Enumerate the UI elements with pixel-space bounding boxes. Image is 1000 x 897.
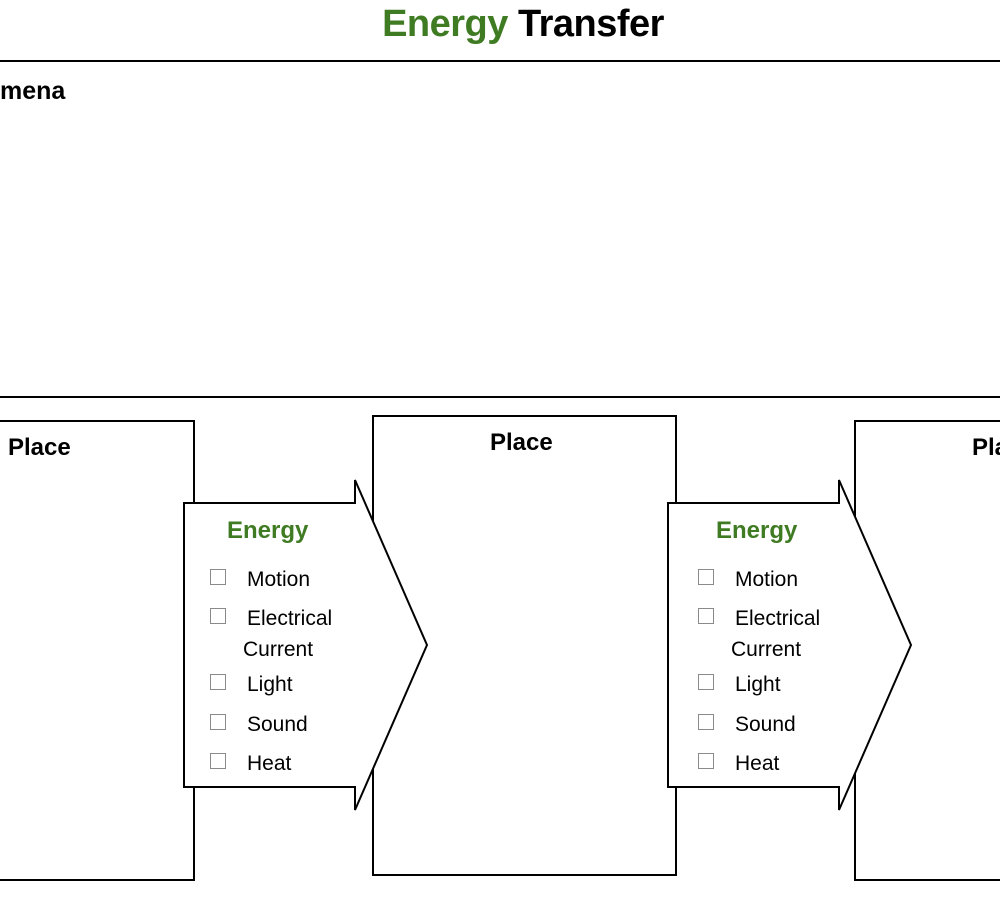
page-title: Energy Transfer <box>0 0 1000 48</box>
heat-checkbox-2[interactable] <box>698 753 714 769</box>
section-divider <box>0 396 1000 398</box>
place-label-3: Pla <box>972 434 1000 461</box>
option-label: Motion <box>735 568 799 591</box>
heat-checkbox-1[interactable] <box>210 753 226 769</box>
energy-heading-2: Energy <box>716 517 798 544</box>
energy-heading-1: Energy <box>227 517 309 544</box>
place-box-1[interactable] <box>0 420 195 881</box>
title-divider <box>0 60 1000 62</box>
energy-arrow-2 <box>667 479 913 811</box>
option-label: Heat <box>247 752 292 775</box>
sound-checkbox-2[interactable] <box>698 714 714 730</box>
phenomena-label: mena <box>0 77 66 105</box>
light-checkbox-1[interactable] <box>210 674 226 690</box>
title-energy-word: Energy <box>382 3 508 45</box>
option-label-line2: Current <box>731 638 802 661</box>
option-label: Motion <box>247 568 311 591</box>
option-label: Sound <box>735 713 796 736</box>
motion-checkbox-2[interactable] <box>698 569 714 585</box>
option-label: Light <box>735 673 781 696</box>
option-label: Light <box>247 673 293 696</box>
place-label-1: Place <box>8 434 71 461</box>
option-label: Sound <box>247 713 308 736</box>
place-label-2: Place <box>490 429 553 456</box>
electrical-checkbox-2[interactable] <box>698 608 714 624</box>
option-label: Electrical <box>735 607 821 630</box>
title-transfer-word: Transfer <box>517 3 664 45</box>
motion-checkbox-1[interactable] <box>210 569 226 585</box>
sound-checkbox-1[interactable] <box>210 714 226 730</box>
electrical-checkbox-1[interactable] <box>210 608 226 624</box>
option-label: Electrical <box>247 607 333 630</box>
light-checkbox-2[interactable] <box>698 674 714 690</box>
option-label-line2: Current <box>243 638 314 661</box>
option-label: Heat <box>735 752 780 775</box>
